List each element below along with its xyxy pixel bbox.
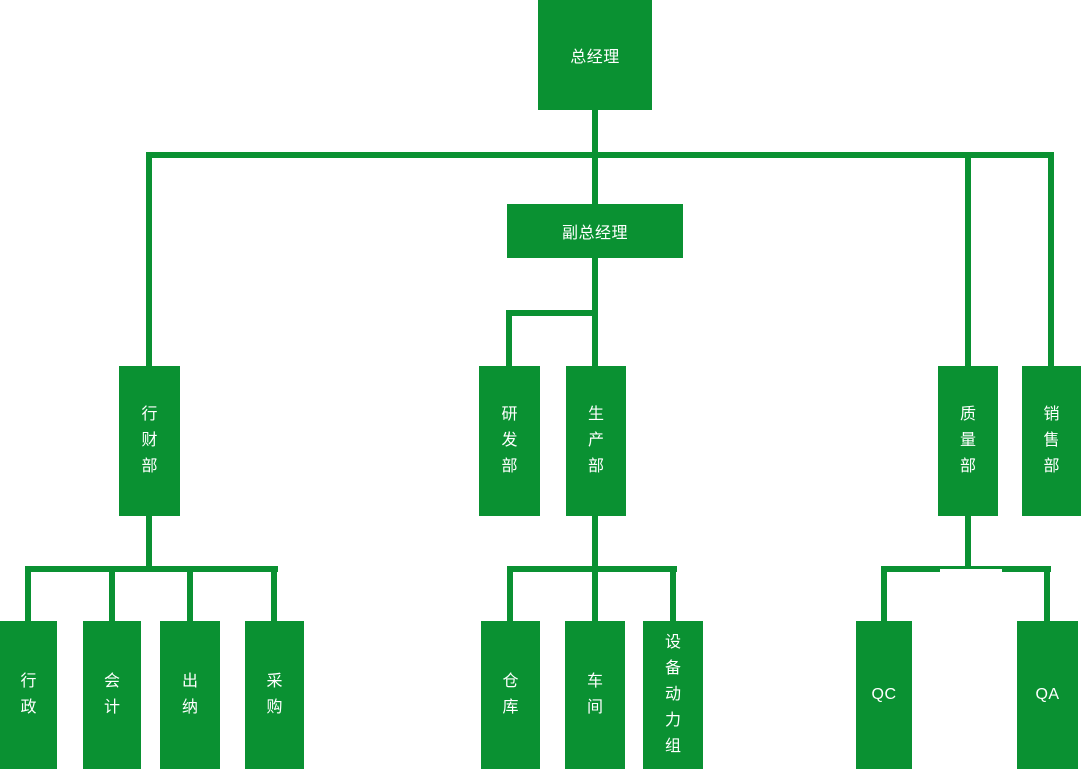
connector-drop-cashier [187, 566, 193, 621]
connector-drop-qc [881, 566, 887, 621]
node-production-dept[interactable]: 生产部 [566, 366, 626, 516]
node-label: 车间 [586, 673, 603, 716]
node-label: 副总经理 [561, 225, 628, 242]
node-accounting[interactable]: 会计 [83, 621, 141, 769]
connector-drop-rd [506, 310, 512, 366]
connector-main-horizontal [146, 152, 1054, 158]
node-quality-dept[interactable]: 质量部 [938, 366, 998, 516]
connector-drop-admin [25, 566, 31, 621]
node-label: 总经理 [570, 49, 620, 66]
connector-drop-qa [1044, 566, 1050, 621]
node-label: QC [871, 686, 897, 703]
node-admin-finance-dept[interactable]: 行财部 [119, 366, 180, 516]
node-equipment-power-group[interactable]: 设备动力组 [643, 621, 703, 769]
node-admin[interactable]: 行政 [0, 621, 57, 769]
connector-drop-equipment [670, 566, 676, 621]
node-qc[interactable]: QC [856, 621, 912, 769]
node-rd-dept[interactable]: 研发部 [479, 366, 540, 516]
connector-drop-purchasing [271, 566, 277, 621]
node-label: 仓库 [502, 673, 519, 716]
connector-deputy-elbow [506, 310, 598, 316]
node-label: 行财部 [141, 406, 158, 475]
node-sales-dept[interactable]: 销售部 [1022, 366, 1081, 516]
node-label: 出纳 [181, 673, 198, 716]
connector-quality-down [965, 516, 971, 569]
connector-left-group-horizontal [25, 566, 278, 572]
node-cashier[interactable]: 出纳 [160, 621, 220, 769]
node-label: 研发部 [501, 406, 518, 475]
connector-drop-warehouse [507, 566, 513, 621]
connector-drop-accounting [109, 566, 115, 621]
node-label: QA [1035, 686, 1060, 703]
node-general-manager[interactable]: 总经理 [538, 0, 652, 110]
node-label: 采购 [266, 673, 283, 716]
node-label: 会计 [103, 673, 120, 716]
node-deputy-general-manager[interactable]: 副总经理 [507, 204, 683, 258]
node-label: 生产部 [587, 406, 604, 475]
node-workshop[interactable]: 车间 [565, 621, 625, 769]
node-qa[interactable]: QA [1017, 621, 1078, 769]
node-label: 设备动力组 [664, 634, 681, 755]
connector-drop-quality [965, 152, 971, 366]
node-label: 质量部 [959, 406, 976, 475]
connector-production-down [592, 516, 598, 569]
connector-drop-sales [1048, 152, 1054, 366]
connector-thin-overlap [940, 569, 1002, 572]
node-purchasing[interactable]: 采购 [245, 621, 304, 769]
node-warehouse[interactable]: 仓库 [481, 621, 540, 769]
node-label: 销售部 [1043, 406, 1060, 475]
connector-admin-finance-down [146, 516, 152, 569]
connector-drop-admin-finance [146, 152, 152, 366]
node-label: 行政 [20, 673, 37, 716]
connector-drop-workshop [592, 566, 598, 621]
